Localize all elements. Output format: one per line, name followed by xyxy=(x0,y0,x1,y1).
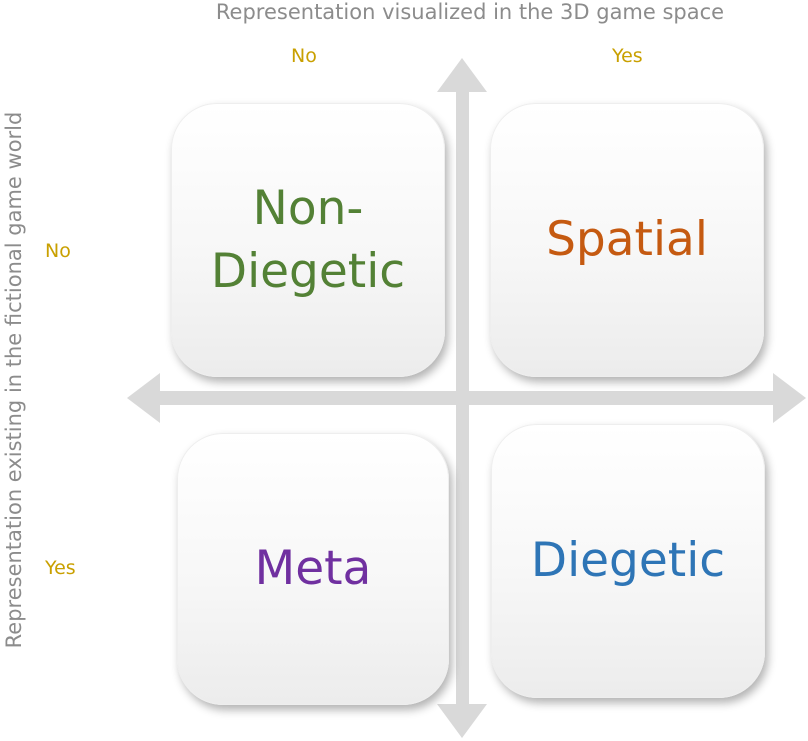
vertical-yes-label: Yes xyxy=(45,557,76,579)
quadrant-non-diegetic: Non- Diegetic xyxy=(171,103,445,377)
vertical-axis-down-arrow xyxy=(437,704,487,738)
quadrant-non-diegetic-label: Non- Diegetic xyxy=(211,177,405,304)
non-diegetic-line-1: Non- xyxy=(252,180,364,236)
horizontal-yes-label: Yes xyxy=(612,45,643,67)
horizontal-axis-left-arrow xyxy=(127,373,160,423)
quadrant-spatial: Spatial xyxy=(490,103,764,377)
quadrant-diegetic-label: Diegetic xyxy=(530,533,726,589)
vertical-axis-title: Representation existing in the fictional… xyxy=(2,111,26,649)
vertical-axis-up-arrow xyxy=(437,58,487,92)
quadrant-diegetic: Diegetic xyxy=(491,424,765,698)
quadrant-meta: Meta xyxy=(177,433,449,705)
horizontal-axis-right-arrow xyxy=(773,373,806,423)
horizontal-axis xyxy=(155,391,777,405)
horizontal-no-label: No xyxy=(291,45,317,67)
quadrant-spatial-label: Spatial xyxy=(546,212,708,268)
quadrant-meta-label: Meta xyxy=(254,541,372,597)
non-diegetic-line-2: Diegetic xyxy=(210,244,406,299)
horizontal-axis-title: Representation visualized in the 3D game… xyxy=(215,0,725,24)
vertical-no-label: No xyxy=(45,240,71,262)
